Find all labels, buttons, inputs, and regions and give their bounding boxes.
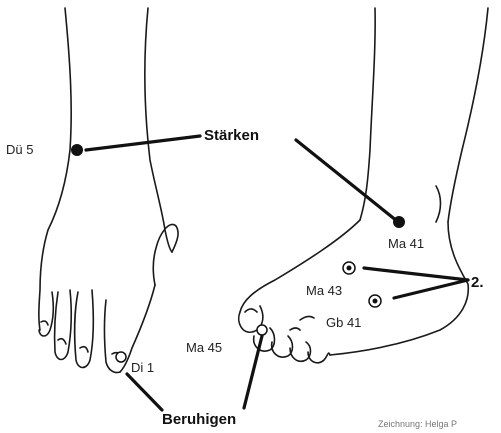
shin-front-edge [360,8,375,220]
label-gb41: Gb 41 [326,315,361,330]
point-gb41 [369,295,381,307]
tendon-mark [290,328,300,330]
label-du5: Dü 5 [6,142,33,157]
finger-ring [55,290,72,360]
label-ma45: Ma 45 [186,340,222,355]
label-staerken: Stärken [204,127,259,144]
leader-2-to-ma43 [364,268,468,280]
forearm-left-edge [39,8,71,330]
little-toe [308,352,330,363]
hand-drawing [39,8,178,373]
point-di1 [116,352,126,362]
label-step-2: 2. [471,274,484,291]
ankle-bone [436,186,441,222]
leader-beruhigen-to-ma45 [244,336,262,408]
fingernail [41,321,48,325]
leader-staerken-to-du5 [86,136,200,150]
label-di1: Di 1 [131,360,154,375]
finger-middle [75,290,94,368]
leader-2-to-gb41 [394,280,468,298]
point-du5 [71,144,83,156]
top-of-foot [240,220,360,312]
point-ma41 [393,216,405,228]
leader-staerken-to-ma41 [296,140,397,221]
drawing-credit: Zeichnung: Helga P [378,419,457,429]
label-ma41: Ma 41 [388,236,424,251]
point-ma43 [343,262,355,274]
point-ma45 [257,325,267,335]
toenail [245,309,257,312]
forearm-right-edge [145,8,172,252]
fingernail [80,347,88,352]
foot-drawing [239,8,488,363]
finger-little [39,292,53,336]
fingernail [58,339,66,344]
label-ma43: Ma 43 [306,283,342,298]
label-beruhigen: Beruhigen [162,411,236,428]
calf-back-edge [448,8,488,222]
tendon-mark [300,316,314,320]
leader-beruhigen-to-di1 [127,374,162,410]
